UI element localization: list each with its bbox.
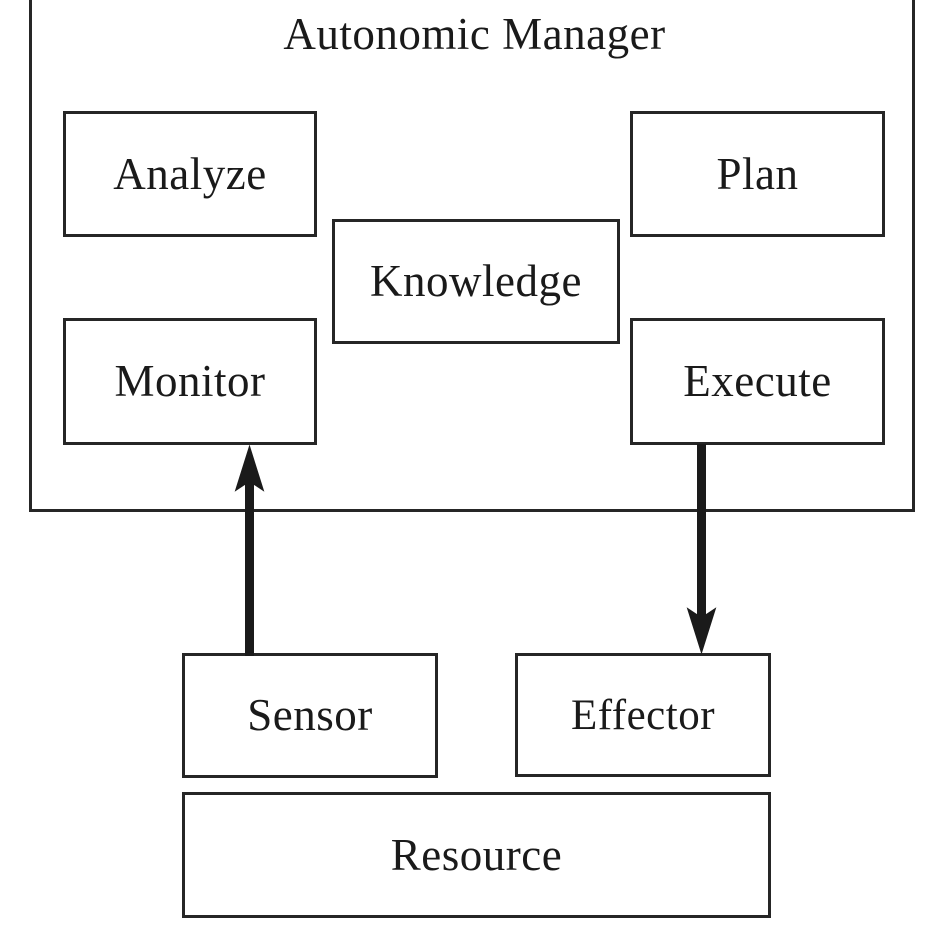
autonomic-manager-container [29, 0, 915, 512]
node-sensor[interactable]: Sensor [182, 653, 438, 778]
node-plan[interactable]: Plan [630, 111, 885, 237]
node-knowledge[interactable]: Knowledge [332, 219, 620, 344]
node-execute-label: Execute [683, 356, 832, 406]
node-monitor[interactable]: Monitor [63, 318, 317, 445]
node-knowledge-label: Knowledge [370, 256, 582, 306]
node-sensor-label: Sensor [247, 690, 373, 740]
node-effector[interactable]: Effector [515, 653, 771, 777]
node-resource-label: Resource [390, 829, 563, 880]
node-resource[interactable]: Resource [182, 792, 771, 918]
node-analyze-label: Analyze [113, 148, 267, 199]
page-title: Autonomic Manager [283, 9, 666, 59]
node-monitor-label: Monitor [114, 356, 266, 406]
node-plan-label: Plan [716, 148, 799, 199]
node-analyze[interactable]: Analyze [63, 111, 317, 237]
node-effector-label: Effector [570, 691, 716, 739]
node-execute[interactable]: Execute [630, 318, 885, 445]
